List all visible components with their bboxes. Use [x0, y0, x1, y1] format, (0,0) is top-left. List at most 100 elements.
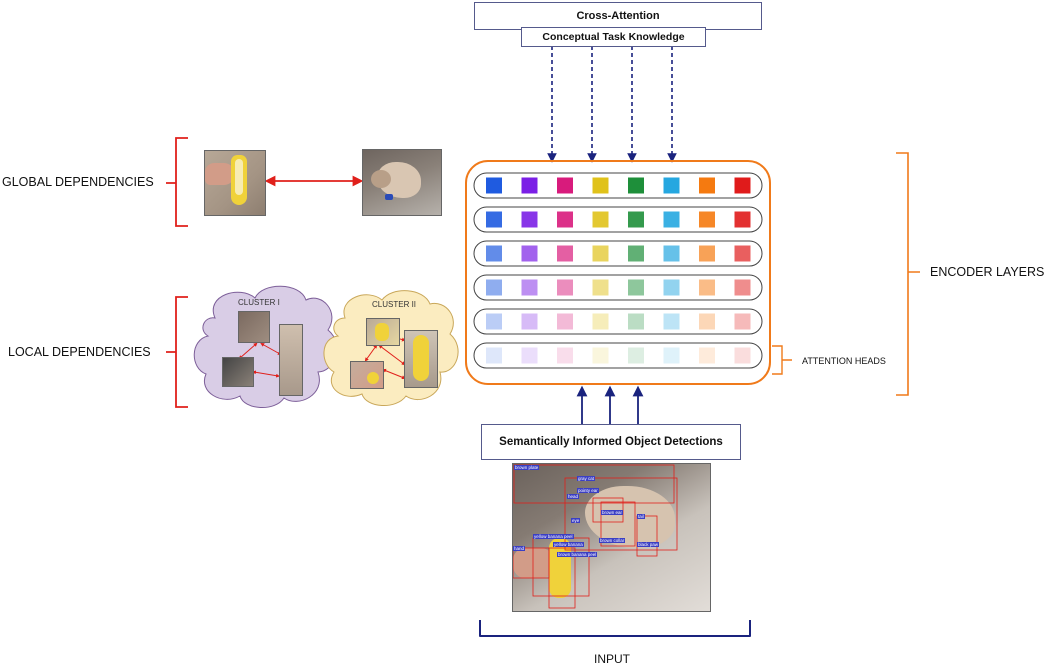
- attention-head-3-5: [628, 245, 644, 262]
- cluster-2-arrows: [364, 334, 406, 380]
- cluster-2-banana-tall: [413, 335, 429, 381]
- cluster-1-patch-top: [238, 311, 270, 343]
- local-dependencies-bracket: [166, 296, 188, 408]
- attention-head-5-4: [592, 313, 609, 330]
- attention-head-3-2: [521, 245, 538, 262]
- attention-head-1-4: [592, 177, 609, 194]
- attention-head-5-3: [557, 313, 573, 330]
- detection-tag: brown ear: [601, 510, 624, 515]
- attention-head-5-5: [628, 313, 644, 330]
- attention-head-5-2: [521, 313, 538, 330]
- encoder-layer-row-5: [473, 308, 763, 335]
- attention-head-4-7: [699, 279, 715, 296]
- attention-head-6-8: [734, 347, 751, 364]
- attention-head-6-7: [699, 347, 715, 364]
- attention-head-1-1: [486, 177, 502, 194]
- hand-shape: [205, 163, 235, 185]
- detection-tag: eye: [571, 518, 581, 523]
- attention-heads-bracket: [772, 345, 792, 375]
- attention-head-3-8: [734, 245, 751, 262]
- conceptual-task-knowledge-label: Conceptual Task Knowledge: [542, 31, 685, 43]
- encoder-layer-row-4: [473, 274, 763, 301]
- attention-head-3-1: [486, 245, 502, 262]
- detection-tag: hand: [513, 546, 526, 551]
- attention-head-2-8: [734, 211, 751, 228]
- local-dependencies-label: LOCAL DEPENDENCIES: [8, 345, 151, 359]
- attention-head-5-1: [486, 313, 502, 330]
- banana-hand-photo: [204, 150, 266, 216]
- attention-head-2-2: [521, 211, 538, 228]
- attention-head-5-7: [699, 313, 715, 330]
- attention-head-2-4: [592, 211, 609, 228]
- attention-head-1-5: [628, 177, 644, 194]
- attention-head-1-6: [663, 177, 680, 194]
- cat-photo: [362, 149, 442, 216]
- cluster-2-patch-tall: [404, 330, 438, 388]
- cluster-2-patch-top: [366, 318, 400, 346]
- attention-head-5-6: [663, 313, 680, 330]
- attention-head-6-6: [663, 347, 680, 364]
- attention-heads-label: ATTENTION HEADS: [802, 356, 886, 366]
- attention-head-4-5: [628, 279, 644, 296]
- encoder-layer-row-3: [473, 240, 763, 267]
- encoder-box: [465, 160, 771, 385]
- global-dependencies-bracket: [166, 137, 188, 227]
- attention-head-4-1: [486, 279, 502, 296]
- detection-tag: pointy ear: [577, 488, 599, 493]
- cat-collar-shape: [385, 194, 393, 200]
- input-bracket: [479, 620, 751, 637]
- cluster-1-patch-bottom: [222, 357, 254, 387]
- attention-head-4-6: [663, 279, 680, 296]
- detection-tag: yellow banana peel: [533, 534, 574, 539]
- attention-head-2-5: [628, 211, 644, 228]
- banana-peel-inner: [235, 159, 243, 195]
- attention-head-6-2: [521, 347, 538, 364]
- encoder-layers-bracket: [896, 152, 920, 396]
- attention-head-2-1: [486, 211, 502, 228]
- attention-head-3-7: [699, 245, 715, 262]
- attention-head-6-4: [592, 347, 609, 364]
- encoder-layer-row-6: [473, 342, 763, 369]
- attention-head-6-1: [486, 347, 502, 364]
- detection-tag: brown banana peel: [557, 552, 598, 557]
- attention-head-6-3: [557, 347, 573, 364]
- detections-box: Semantically Informed Object Detections: [481, 424, 741, 460]
- detection-tag: yellow banana: [553, 542, 584, 547]
- attention-head-2-7: [699, 211, 715, 228]
- attention-head-4-8: [734, 279, 751, 296]
- attention-head-1-7: [699, 177, 715, 194]
- attention-head-3-4: [592, 245, 609, 262]
- input-label: INPUT: [594, 652, 630, 666]
- detection-boxes: [513, 464, 678, 609]
- attention-head-1-2: [521, 177, 538, 194]
- cluster-2-label: CLUSTER II: [372, 300, 417, 309]
- global-dependencies-label: GLOBAL DEPENDENCIES: [2, 175, 154, 189]
- attention-head-4-3: [557, 279, 573, 296]
- cluster-1-label: CLUSTER I: [238, 298, 280, 307]
- detection-tag: brown plate: [514, 465, 540, 470]
- cluster-2-banana-top: [375, 323, 389, 341]
- cluster-1-arrows: [238, 342, 282, 378]
- encoder-layer-row-2: [473, 206, 763, 233]
- conceptual-task-knowledge-box: Conceptual Task Knowledge: [521, 27, 706, 47]
- cross-attention-label: Cross-Attention: [576, 10, 660, 22]
- input-cat-shape: [585, 486, 675, 548]
- attention-head-5-8: [734, 313, 751, 330]
- cat-head-shape: [371, 170, 391, 188]
- attention-head-2-6: [663, 211, 680, 228]
- attention-head-3-6: [663, 245, 680, 262]
- encoder-layers-label: ENCODER LAYERS: [930, 265, 1045, 279]
- attention-head-4-2: [521, 279, 538, 296]
- cross-attention-box: Cross-Attention: [474, 2, 762, 30]
- detection-tag: brown collar: [599, 538, 626, 543]
- detection-tag: head: [567, 494, 580, 499]
- detection-tag: tail: [637, 514, 645, 519]
- cluster-2-patch-bottom: [350, 361, 384, 389]
- detection-tag: black paw: [637, 542, 660, 547]
- attention-head-1-3: [557, 177, 573, 194]
- attention-head-2-3: [557, 211, 573, 228]
- attention-head-3-3: [557, 245, 573, 262]
- encoder-layers-group: [473, 172, 763, 369]
